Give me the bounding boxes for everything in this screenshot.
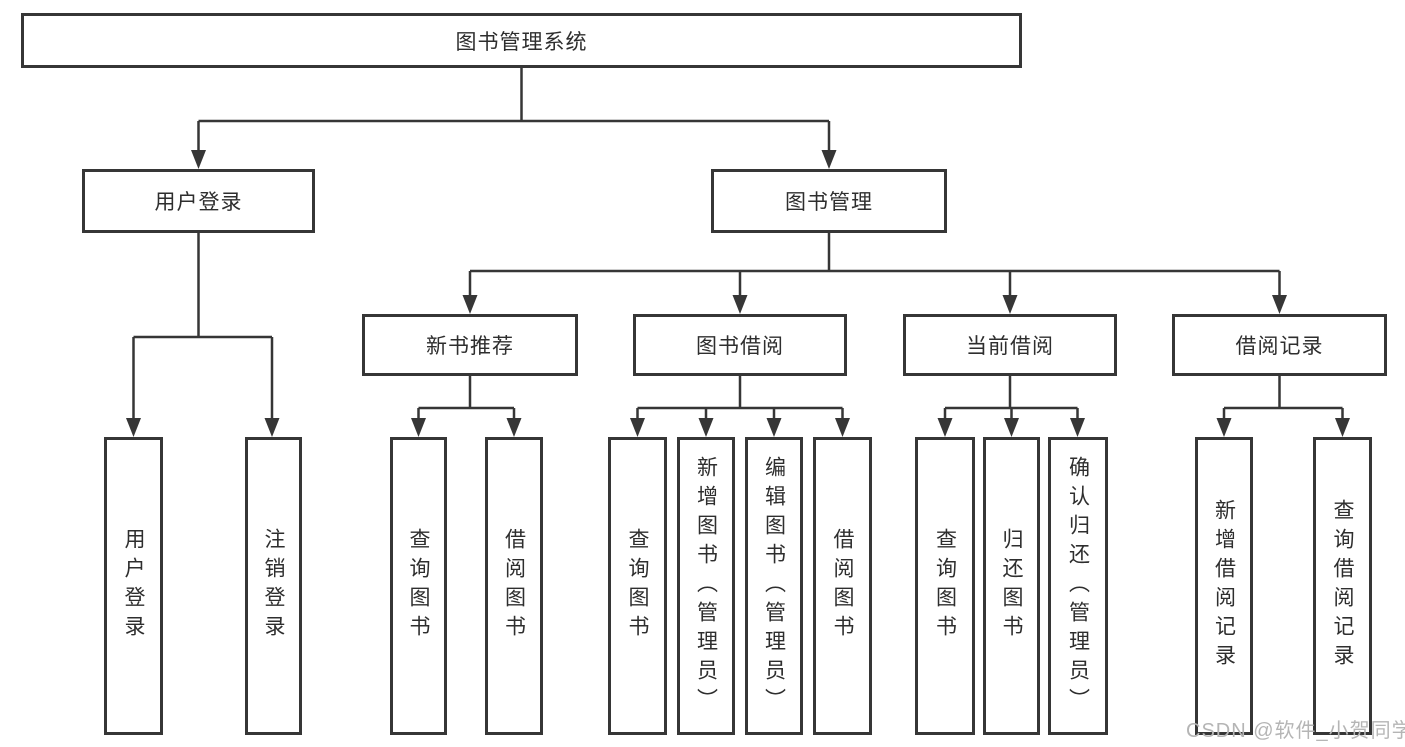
arrow-down-icon	[1216, 418, 1232, 437]
arrow-down-icon	[1335, 418, 1350, 437]
node-book-borrow: 图书借阅	[633, 314, 847, 376]
arrowheads	[126, 150, 1350, 437]
arrow-down-icon	[937, 418, 953, 437]
arrow-down-icon	[630, 418, 645, 437]
leaf-query-books-2: 查询图书	[608, 437, 667, 735]
node-current-borrow: 当前借阅	[903, 314, 1117, 376]
connector-book-borrow	[636, 376, 844, 421]
connector-book-management	[468, 233, 1281, 298]
arrow-down-icon	[1004, 418, 1019, 437]
connector-root	[197, 68, 831, 154]
node-user-login: 用户登录	[82, 169, 315, 233]
node-new-book-recommend: 新书推荐	[362, 314, 578, 376]
connector-new-book-recommend	[417, 376, 516, 421]
arrow-down-icon	[1002, 295, 1018, 314]
leaf-query-borrow-record: 查询借阅记录	[1313, 437, 1372, 735]
connector-borrow-records	[1222, 376, 1344, 421]
arrow-down-icon	[126, 418, 141, 437]
connector-user-login	[132, 233, 274, 421]
leaf-user-login: 用户登录	[104, 437, 163, 735]
arrow-down-icon	[411, 418, 426, 437]
leaf-add-borrow-record: 新增借阅记录	[1195, 437, 1253, 735]
arrow-down-icon	[732, 295, 748, 314]
arrow-down-icon	[191, 150, 206, 169]
leaf-borrow-books-1: 借阅图书	[485, 437, 543, 735]
leaf-edit-books-admin: 编辑图书（管理员）	[745, 437, 803, 735]
watermark: CSDN @软件_小贺同学	[1186, 720, 1405, 742]
leaf-logout: 注销登录	[245, 437, 302, 735]
arrow-down-icon	[462, 295, 478, 314]
node-root: 图书管理系统	[21, 13, 1022, 68]
arrow-down-icon	[1272, 295, 1287, 314]
leaf-confirm-return-admin: 确认归还（管理员）	[1048, 437, 1108, 735]
arrow-down-icon	[506, 418, 522, 437]
arrow-down-icon	[1070, 418, 1085, 437]
leaf-query-books-1: 查询图书	[390, 437, 447, 735]
arrow-down-icon	[821, 150, 837, 169]
arrow-down-icon	[835, 418, 850, 437]
leaf-query-books-3: 查询图书	[915, 437, 975, 735]
leaf-borrow-books-2: 借阅图书	[813, 437, 872, 735]
arrow-down-icon	[264, 418, 280, 437]
node-book-management: 图书管理	[711, 169, 947, 233]
leaf-add-books-admin: 新增图书（管理员）	[677, 437, 735, 735]
arrow-down-icon	[698, 418, 714, 437]
node-borrow-records: 借阅记录	[1172, 314, 1387, 376]
connector-current-borrow	[943, 376, 1079, 421]
arrow-down-icon	[766, 418, 782, 437]
leaf-return-books: 归还图书	[983, 437, 1040, 735]
